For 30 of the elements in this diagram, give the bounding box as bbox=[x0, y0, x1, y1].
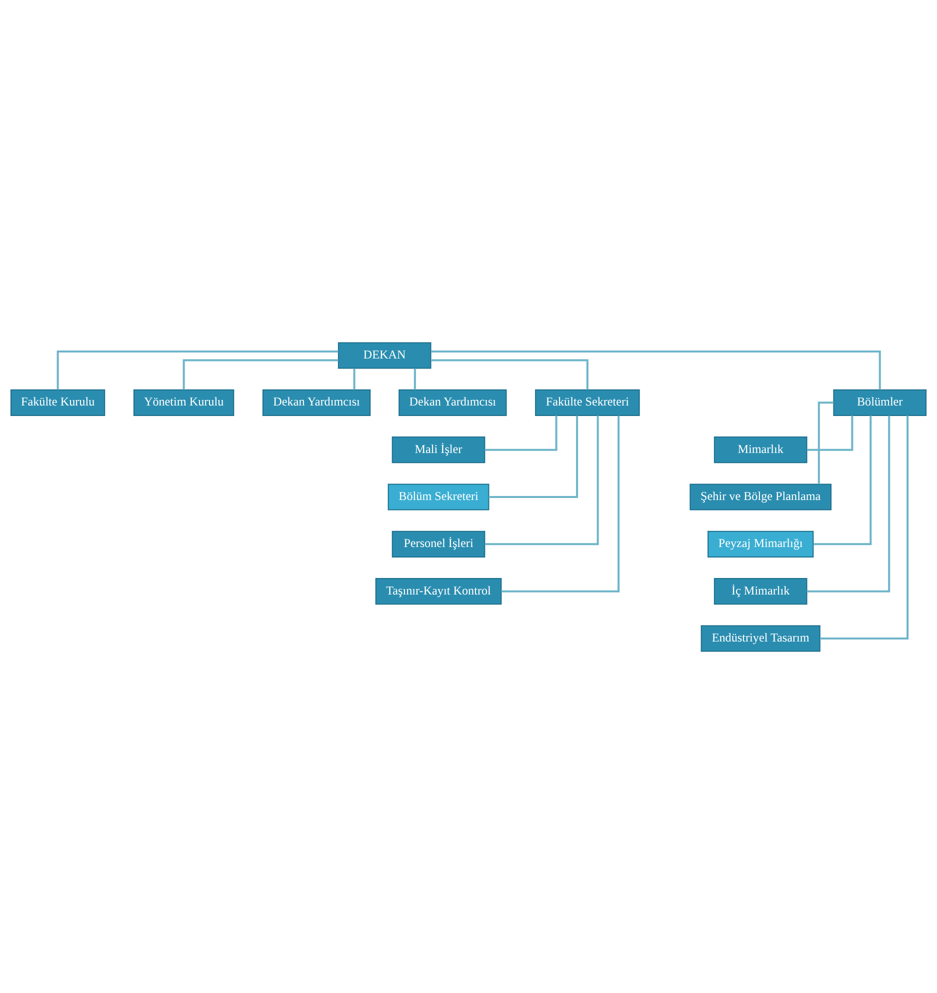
connector bbox=[806, 415, 890, 592]
node-box: Fakülte Sekreteri bbox=[535, 388, 640, 416]
connector bbox=[430, 350, 881, 390]
node-box: DEKAN bbox=[338, 342, 432, 368]
connector bbox=[820, 415, 909, 639]
node-box: Taşınır-Kayıt Kontrol bbox=[375, 578, 502, 604]
connector bbox=[484, 415, 558, 450]
connector bbox=[484, 414, 599, 545]
node-box: Dekan Yardımcısı bbox=[398, 388, 507, 416]
node-box: Şehir ve Bölge Planlama bbox=[690, 483, 832, 510]
node-box: Peyzaj Mimarlığı bbox=[708, 530, 814, 557]
connector bbox=[182, 358, 338, 390]
connector bbox=[488, 415, 578, 498]
node-box: Mali İşler bbox=[392, 436, 486, 463]
node-box: Bölüm Sekreteri bbox=[388, 483, 490, 510]
node-box: İç Mimarlık bbox=[714, 578, 808, 604]
node-box: Fakülte Kurulu bbox=[10, 388, 106, 416]
node-box: Personel İşleri bbox=[392, 530, 486, 557]
connector bbox=[501, 415, 620, 592]
connector bbox=[56, 350, 338, 390]
connector bbox=[806, 415, 854, 450]
connector bbox=[813, 414, 872, 545]
connector bbox=[430, 358, 588, 390]
node-box: Yönetim Kurulu bbox=[133, 388, 234, 416]
node-box: Dekan Yardımcısı bbox=[262, 388, 371, 416]
node-box: Bölümler bbox=[833, 388, 927, 416]
node-box: Endüstriyel Tasarım bbox=[700, 624, 820, 652]
connector bbox=[414, 368, 416, 390]
node-box: Mimarlık bbox=[714, 436, 808, 463]
connector bbox=[353, 368, 356, 390]
